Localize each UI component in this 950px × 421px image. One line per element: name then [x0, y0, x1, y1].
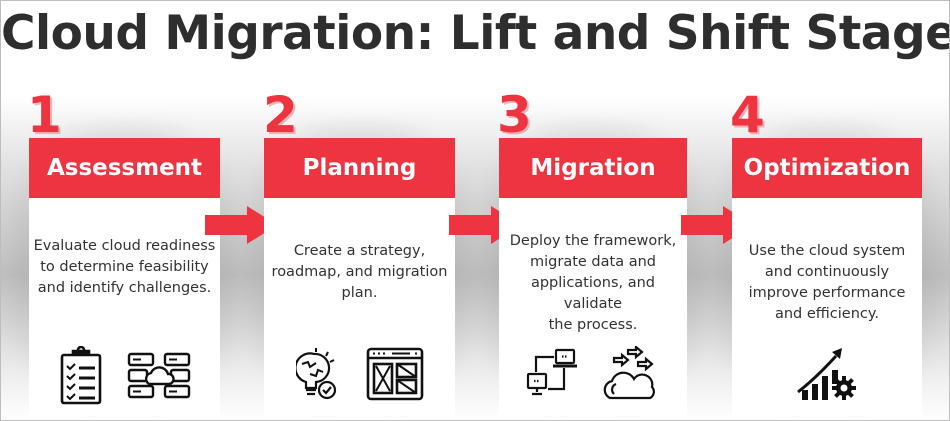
- computer-network-transfer-icon: [526, 348, 578, 398]
- stage-number-1: 1: [27, 86, 62, 144]
- stage-description: Deploy the framework, migrate data and a…: [509, 233, 677, 333]
- stage-card-assessment: Assessment Evaluate cloud readiness to d…: [29, 138, 220, 416]
- stage-icons: [264, 346, 455, 402]
- stage-header: Planning: [264, 138, 455, 198]
- clipboard-checklist-icon: [59, 346, 103, 406]
- stage-header: Assessment: [29, 138, 220, 198]
- arrow-right-icon: [205, 206, 277, 244]
- stage-card-migration: Migration Deploy the framework, migrate …: [499, 138, 687, 416]
- stage-card-planning: Planning Create a strategy, roadmap, and…: [264, 138, 455, 416]
- stage-description: Use the cloud system and continuously im…: [748, 243, 906, 322]
- stage-icons: [499, 346, 687, 400]
- stage-description: Create a strategy, roadmap, and migratio…: [271, 243, 448, 301]
- cloud-server-icon: [127, 352, 191, 400]
- stage-header: Optimization: [732, 138, 922, 198]
- stage-description: Evaluate cloud readiness to determine fe…: [33, 238, 216, 296]
- stage-icons: [732, 346, 922, 402]
- stage-number-2: 2: [263, 86, 298, 144]
- cloud-arrows-icon: [602, 346, 660, 400]
- stage-card-optimization: Optimization Use the cloud system and co…: [732, 138, 922, 416]
- stage-header: Migration: [499, 138, 687, 198]
- growth-chart-gear-icon: [796, 346, 858, 402]
- puzzle-lightbulb-check-icon: [295, 346, 342, 402]
- page-title: Cloud Migration: Lift and Shift Stages: [1, 6, 950, 61]
- browser-wireframe-icon: [366, 347, 424, 401]
- stage-number-4: 4: [730, 86, 765, 144]
- stage-icons: [29, 346, 220, 406]
- stage-number-3: 3: [497, 86, 532, 144]
